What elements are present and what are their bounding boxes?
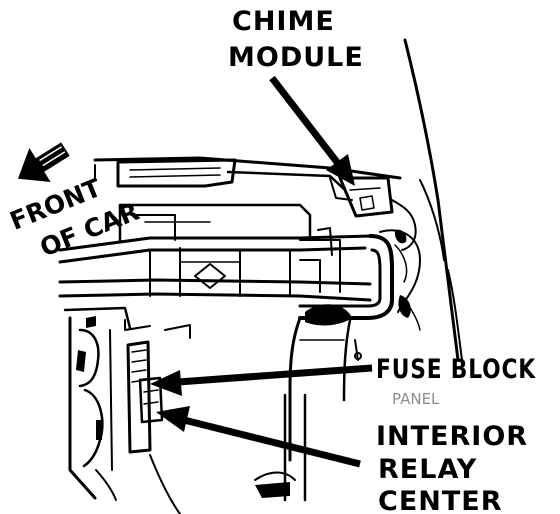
- chime-module-leader-arrow: [269, 75, 355, 186]
- chime-module-label-line1: CHIME: [232, 6, 335, 37]
- front-of-car-arrow-icon: [17, 142, 70, 182]
- fuse-block-label: FUSE BLOCK: [376, 354, 536, 385]
- shaded-harness: [76, 229, 411, 498]
- interior-relay-center-label-line3: CENTER: [378, 486, 503, 514]
- interior-relay-center-label-line1: INTERIOR: [376, 421, 528, 452]
- chime-module-label-line2: MODULE: [228, 42, 364, 73]
- fuse-block-sublabel: PANEL: [392, 390, 440, 408]
- interior-relay-center-label-line2: RELAY: [378, 454, 477, 485]
- fuse-block-leader-arrow: [150, 364, 373, 396]
- interior-relay-center-leader-arrow: [156, 406, 361, 468]
